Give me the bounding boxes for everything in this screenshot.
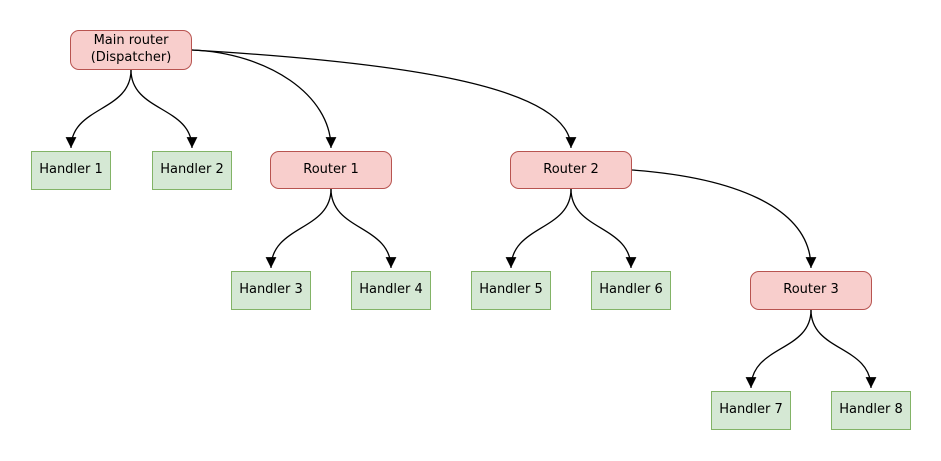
node-handler-7: Handler 7: [711, 391, 791, 430]
edge-router-1-to-handler-3: [265, 188, 332, 269]
edge-router-2-to-router-3: [631, 169, 817, 269]
node-handler-2-label: Handler 2: [160, 162, 224, 178]
node-handler-6: Handler 6: [591, 271, 671, 310]
edge-router-2-to-handler-5: [505, 188, 572, 269]
node-router-2: Router 2: [510, 151, 632, 189]
edge-main-router-to-router-1: [191, 49, 337, 149]
node-handler-4-label: Handler 4: [359, 282, 423, 298]
node-router-3: Router 3: [750, 271, 872, 310]
node-handler-1: Handler 1: [31, 151, 111, 190]
edge-router-1-to-handler-4: [330, 188, 397, 269]
node-handler-5: Handler 5: [471, 271, 551, 310]
node-handler-6-label: Handler 6: [599, 282, 663, 298]
edge-router-3-to-handler-8: [810, 309, 877, 389]
node-handler-4: Handler 4: [351, 271, 431, 310]
node-router-3-label: Router 3: [783, 282, 839, 298]
edge-router-3-to-handler-7: [745, 309, 812, 389]
node-handler-3-label: Handler 3: [239, 282, 303, 298]
edge-main-router-to-router-2: [191, 49, 577, 149]
edge-router-2-to-handler-6: [570, 188, 637, 269]
node-handler-5-label: Handler 5: [479, 282, 543, 298]
node-handler-7-label: Handler 7: [719, 402, 783, 418]
node-handler-8-label: Handler 8: [839, 402, 903, 418]
node-router-2-label: Router 2: [543, 161, 599, 177]
edge-main-router-to-handler-2: [130, 69, 198, 149]
edge-main-router-to-handler-1: [65, 69, 132, 149]
node-main-router-label: Main router (Dispatcher): [90, 33, 172, 65]
node-handler-3: Handler 3: [231, 271, 311, 310]
node-handler-8: Handler 8: [831, 391, 911, 430]
node-handler-1-label: Handler 1: [39, 162, 103, 178]
node-router-1-label: Router 1: [303, 161, 359, 177]
node-router-1: Router 1: [270, 151, 392, 189]
node-handler-2: Handler 2: [152, 151, 232, 190]
node-main-router: Main router (Dispatcher): [70, 30, 192, 70]
